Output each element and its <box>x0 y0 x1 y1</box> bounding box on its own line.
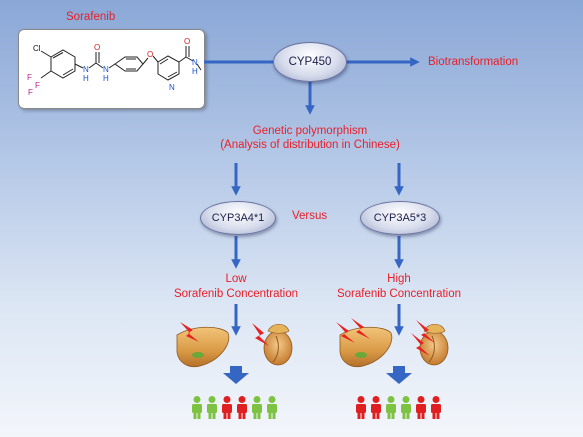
high-label: High <box>387 273 411 285</box>
atom-f3: F <box>28 88 33 97</box>
atom-o2: O <box>147 50 153 59</box>
cyp3a5-node: CYP3A5*3 <box>360 201 440 235</box>
people-group-left <box>192 396 277 419</box>
person-icon <box>371 396 381 419</box>
chinese-distribution-label: (Analysis of distribution in Chinese) <box>220 139 400 151</box>
atom-o1: O <box>94 43 100 52</box>
biotransformation-label: Biotransformation <box>428 56 519 68</box>
person-icon <box>431 396 441 419</box>
atom-n2: N <box>103 65 109 74</box>
left-concentration-label: Sorafenib Concentration <box>173 288 299 300</box>
kidney-icon-left <box>263 323 293 366</box>
versus-label: Versus <box>292 210 328 222</box>
block-arrow-right <box>386 366 412 384</box>
atom-n4: N <box>192 58 198 67</box>
atom-o3: O <box>184 37 190 46</box>
person-icon <box>237 396 247 419</box>
cyp3a4-node: CYP3A4*1 <box>200 201 276 235</box>
atom-n3: N <box>169 83 175 92</box>
atom-f2: F <box>35 81 40 90</box>
lightning-bolt-icon <box>180 322 199 342</box>
genetic-polymorphism-label: Genetic polymorphism <box>252 125 368 137</box>
atom-f1: F <box>27 73 32 82</box>
atom-h1: H <box>83 74 89 83</box>
person-icon <box>356 396 366 419</box>
kidney-icon-right <box>419 323 449 366</box>
person-icon <box>386 396 396 419</box>
person-icon <box>222 396 232 419</box>
person-icon <box>401 396 411 419</box>
sorafenib-molecule-drawing: Cl F F F N N O H H O O N N H <box>27 37 202 97</box>
person-icon <box>416 396 426 419</box>
sorafenib-structure: Cl F F F N N O H H O O N N H <box>18 29 205 109</box>
cyp450-node: CYP450 <box>273 42 347 82</box>
right-concentration-label: Sorafenib Concentration <box>336 288 462 300</box>
person-icon <box>267 396 277 419</box>
cyp3a4-label: CYP3A4*1 <box>211 212 265 224</box>
person-icon <box>207 396 217 419</box>
atom-n1: N <box>83 65 89 74</box>
atom-cl: Cl <box>33 44 41 53</box>
liver-icon-right <box>339 326 393 368</box>
person-icon <box>192 396 202 419</box>
atom-h2: H <box>103 74 109 83</box>
cyp3a5-label: CYP3A5*3 <box>373 212 427 224</box>
atom-h3: H <box>192 67 198 76</box>
cyp450-label: CYP450 <box>288 56 332 68</box>
person-icon <box>252 396 262 419</box>
block-arrow-left <box>223 366 249 384</box>
lightning-bolt-icon <box>252 323 269 346</box>
pyridine-ring <box>157 55 180 81</box>
people-group-right <box>356 396 441 419</box>
low-label: Low <box>225 273 247 285</box>
drug-name-label: Sorafenib <box>66 11 116 23</box>
